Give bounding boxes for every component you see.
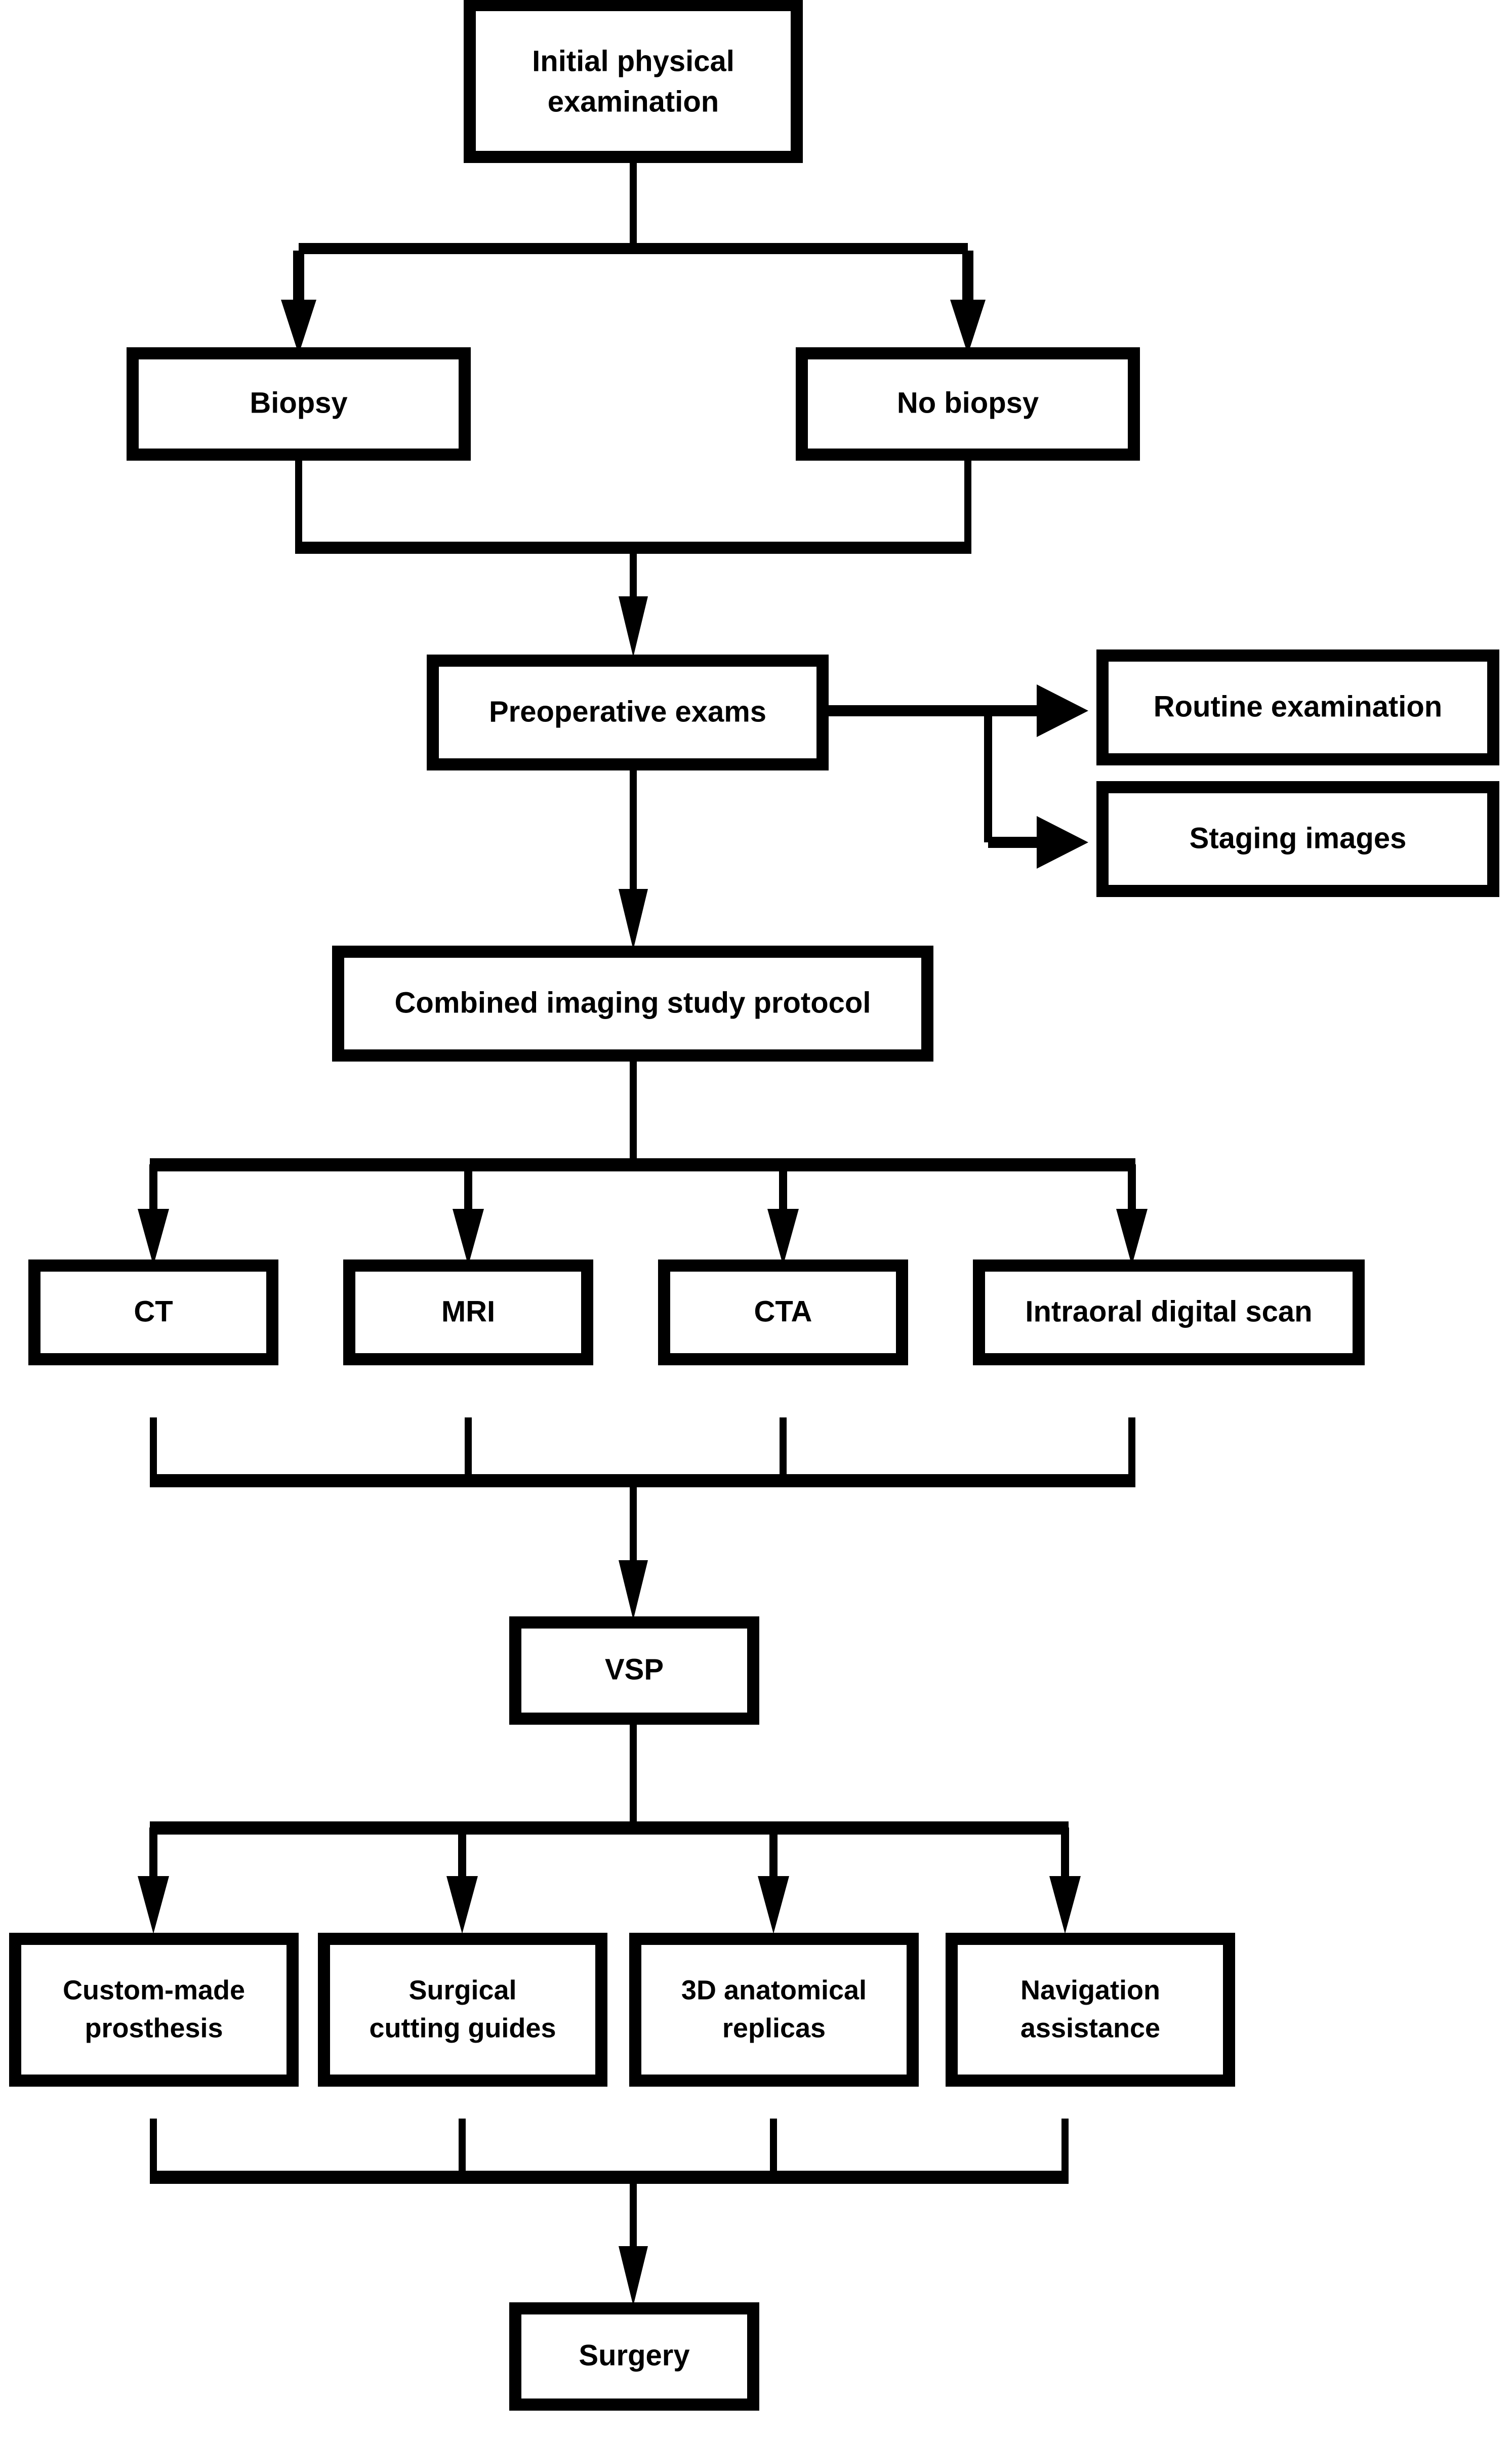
node-label-line-1: VSP bbox=[605, 1653, 664, 1686]
node-box bbox=[9, 1933, 299, 2087]
node-label-line-1: Combined imaging study protocol bbox=[395, 986, 871, 1019]
edge-outputs-to-surgery-arrow bbox=[619, 2246, 648, 2306]
node-label-line-1: Navigation bbox=[1020, 1975, 1160, 2005]
node-label-line-1: Surgical bbox=[408, 1975, 516, 2005]
node-custom-made-prosthesis[interactable]: Custom-made prosthesis bbox=[9, 1933, 299, 2087]
edge-imaging-merge-bar bbox=[150, 1474, 1135, 1487]
node-surgical-cutting-guides[interactable]: Surgical cutting guides bbox=[318, 1933, 607, 2087]
edge-vsp-split-bar bbox=[150, 1821, 1069, 1835]
edge-vsp-to-guides-arrow bbox=[446, 1876, 478, 1934]
edge-merge-to-preop-arrow bbox=[619, 596, 648, 657]
node-label-line-2: prosthesis bbox=[85, 2013, 223, 2043]
node-label-line-1: Biopsy bbox=[250, 386, 347, 419]
node-box bbox=[796, 347, 1140, 461]
node-label-line-1: CTA bbox=[754, 1295, 812, 1328]
node-label-line-1: MRI bbox=[441, 1295, 495, 1328]
edge-initial-split-bar bbox=[299, 243, 968, 254]
node-label-line-2: replicas bbox=[722, 2013, 826, 2043]
node-box bbox=[318, 1933, 607, 2087]
node-label-line-2: examination bbox=[548, 85, 719, 118]
node-box bbox=[127, 347, 471, 461]
node-layer: Initial physical examination Biopsy No b… bbox=[9, 0, 1499, 2411]
node-cta[interactable]: CTA bbox=[658, 1259, 908, 1365]
node-3d-anatomical-replicas[interactable]: 3D anatomical replicas bbox=[629, 1933, 919, 2087]
node-box bbox=[658, 1259, 908, 1365]
edge-combined-to-cta-arrow bbox=[767, 1209, 799, 1266]
edge-imaging-to-vsp-arrow bbox=[619, 1560, 648, 1620]
node-label-line-1: Initial physical bbox=[532, 45, 734, 77]
edge-combined-split-bar bbox=[150, 1158, 1135, 1171]
node-label-line-1: Preoperative exams bbox=[489, 695, 766, 728]
node-label-line-1: Staging images bbox=[1190, 822, 1407, 855]
edge-vsp-to-navigation-arrow bbox=[1049, 1876, 1081, 1934]
edge-combined-to-intraoral-arrow bbox=[1116, 1209, 1148, 1266]
node-mri[interactable]: MRI bbox=[343, 1259, 593, 1365]
node-label-line-1: Intraoral digital scan bbox=[1025, 1295, 1312, 1328]
node-initial-physical-examination[interactable]: Initial physical examination bbox=[464, 0, 803, 163]
node-no-biopsy[interactable]: No biopsy bbox=[796, 347, 1140, 461]
node-staging-images[interactable]: Staging images bbox=[1096, 781, 1499, 897]
edge-preop-to-combined-arrow bbox=[619, 889, 648, 950]
node-routine-examination[interactable]: Routine examination bbox=[1096, 649, 1499, 765]
edge-combined-to-ct-arrow bbox=[138, 1209, 169, 1266]
edge-combined-to-mri-arrow bbox=[453, 1209, 484, 1266]
node-box bbox=[427, 655, 829, 770]
node-intraoral-digital-scan[interactable]: Intraoral digital scan bbox=[973, 1259, 1365, 1365]
node-label-line-2: assistance bbox=[1020, 2013, 1160, 2043]
edge-vsp-to-replicas-arrow bbox=[758, 1876, 789, 1934]
node-label-line-1: Routine examination bbox=[1154, 690, 1442, 723]
node-box bbox=[973, 1259, 1365, 1365]
edge-initial-to-nobiopsy-arrow bbox=[950, 300, 986, 354]
node-box bbox=[1096, 649, 1499, 765]
node-box bbox=[332, 946, 933, 1062]
node-box bbox=[629, 1933, 919, 2087]
node-box bbox=[509, 1616, 759, 1725]
node-box bbox=[464, 0, 803, 163]
node-combined-imaging-study-protocol[interactable]: Combined imaging study protocol bbox=[332, 946, 933, 1062]
edge-vsp-to-prosthesis-arrow bbox=[138, 1876, 169, 1934]
edge-preop-to-staging-arrow bbox=[1037, 816, 1088, 869]
node-box bbox=[946, 1933, 1235, 2087]
node-biopsy[interactable]: Biopsy bbox=[127, 347, 471, 461]
node-label-line-1: CT bbox=[134, 1295, 173, 1328]
node-preoperative-exams[interactable]: Preoperative exams bbox=[427, 655, 829, 770]
node-label-line-2: cutting guides bbox=[370, 2013, 556, 2043]
node-label-line-1: 3D anatomical bbox=[681, 1975, 867, 2005]
edge-outputs-merge-bar bbox=[150, 2171, 1069, 2184]
node-box bbox=[1096, 781, 1499, 897]
edge-initial-to-biopsy-arrow bbox=[281, 300, 316, 354]
node-label-line-1: No biopsy bbox=[897, 386, 1039, 419]
node-ct[interactable]: CT bbox=[28, 1259, 278, 1365]
node-box bbox=[343, 1259, 593, 1365]
node-box bbox=[509, 2302, 759, 2411]
node-label-line-1: Custom-made bbox=[63, 1975, 245, 2005]
node-navigation-assistance[interactable]: Navigation assistance bbox=[946, 1933, 1235, 2087]
node-vsp[interactable]: VSP bbox=[509, 1616, 759, 1725]
node-surgery[interactable]: Surgery bbox=[509, 2302, 759, 2411]
edge-preop-to-routine-arrow bbox=[1037, 684, 1088, 737]
node-label-line-1: Surgery bbox=[579, 2339, 689, 2372]
connector-layer bbox=[138, 157, 1148, 2306]
node-box bbox=[28, 1259, 278, 1365]
